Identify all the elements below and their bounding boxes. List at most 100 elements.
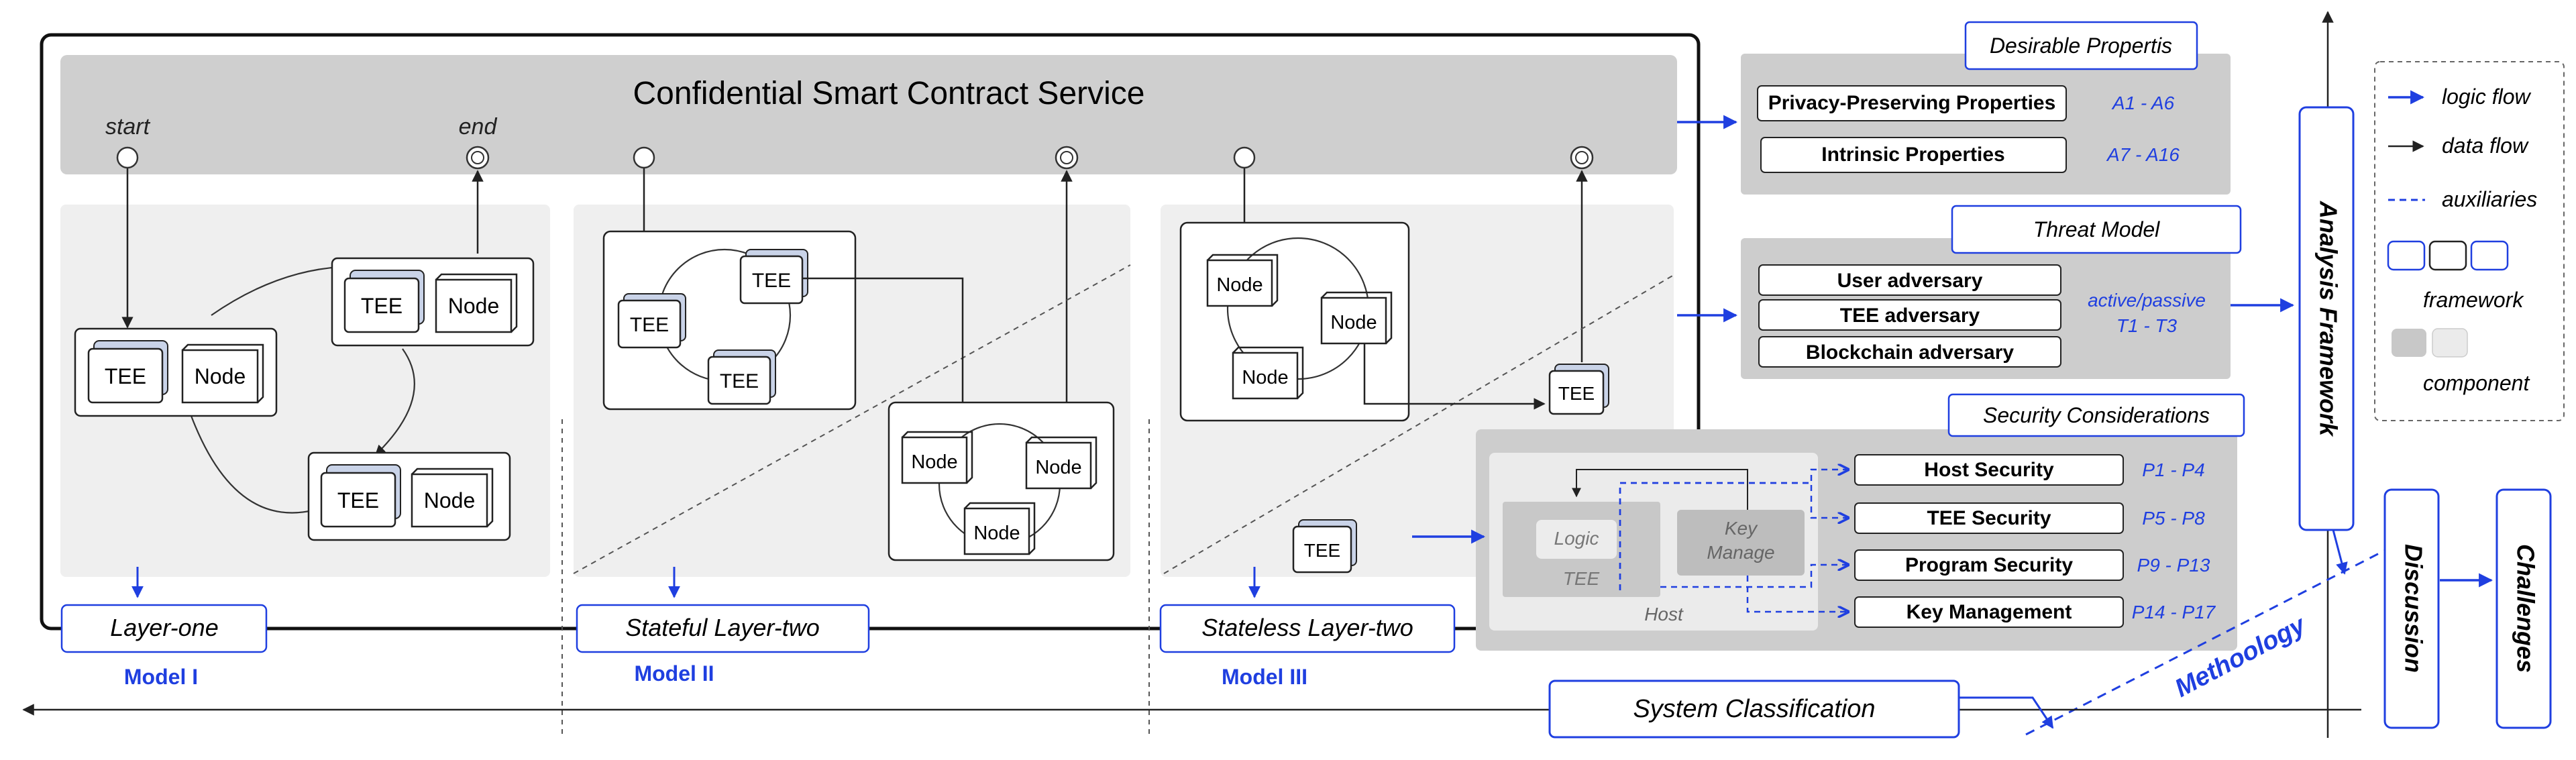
node-label: Node	[1035, 457, 1081, 478]
start-node-model2	[633, 146, 655, 169]
threat-item-blockchain: Blockchain adversary	[1758, 336, 2061, 368]
threat-label: User adversary	[1837, 270, 1983, 292]
tee-node-group-3: TEE Node	[307, 451, 511, 541]
challenges-label: Challenges	[2512, 544, 2539, 673]
discussion-box	[2383, 488, 2440, 729]
desirable-range: A1 - A6	[2111, 93, 2175, 113]
tee-icon: TEE	[739, 249, 808, 305]
start-label: start	[105, 114, 151, 140]
desirable-item-intrinsic: Intrinsic Properties A7 - A16	[1760, 137, 2180, 173]
security-label: Host Security	[1924, 459, 2054, 481]
security-range: P5 - P8	[2142, 508, 2205, 529]
security-title: Security Considerations	[1983, 403, 2210, 427]
tee-label: TEE	[361, 294, 402, 318]
logic-box	[1536, 520, 1617, 559]
tee-icon-host-entry: TEE	[1292, 519, 1357, 574]
threat-title: Threat Model	[2033, 217, 2160, 241]
end-label: end	[459, 114, 498, 140]
threat-title-box	[1951, 205, 2242, 254]
node-label: Node	[424, 488, 476, 512]
host-label: Host	[1644, 604, 1684, 625]
enclave-tee-label: TEE	[1563, 568, 1600, 589]
key-manage-label-2: Manage	[1707, 542, 1774, 563]
challenges-box	[2496, 488, 2552, 729]
start-node-model1	[116, 146, 139, 169]
tee-label: TEE	[1304, 540, 1340, 561]
security-label: Program Security	[1905, 554, 2073, 576]
tee-node-group-1: TEE Node	[74, 327, 278, 417]
stateful-label: Stateful Layer-two	[625, 614, 820, 641]
threat-label: Blockchain adversary	[1806, 341, 2014, 364]
legend-logic-flow: logic flow	[2442, 85, 2532, 109]
desirable-range: A7 - A16	[2106, 144, 2180, 165]
node-label: Node	[911, 451, 957, 473]
security-label: TEE Security	[1927, 507, 2051, 529]
security-item-program: Program Security P9 - P13	[1854, 549, 2210, 581]
layer-one-label: Layer-one	[110, 614, 218, 641]
node-icon: Node	[901, 431, 973, 484]
model-two-label: Model II	[634, 661, 714, 686]
security-item-key: Key Management P14 - P17	[1854, 596, 2216, 628]
node-label: Node	[448, 294, 500, 318]
tee-label: TEE	[630, 314, 669, 336]
tee-node-group-2: TEE Node	[331, 257, 535, 347]
node-label: Node	[195, 364, 246, 388]
legend-data-flow: data flow	[2442, 133, 2529, 158]
service-header	[60, 55, 1677, 174]
tee-icon: TEE	[707, 349, 776, 405]
security-item-tee: TEE Security P5 - P8	[1854, 502, 2205, 534]
system-classification-box	[1548, 680, 1960, 739]
desirable-label: Privacy-Preserving Properties	[1768, 92, 2056, 114]
tee-label: TEE	[720, 370, 759, 392]
analysis-framework-box	[2298, 106, 2355, 531]
system-classification-label: System Classification	[1633, 695, 1875, 723]
key-manage-label-1: Key	[1725, 518, 1758, 539]
discussion-label: Discussion	[2400, 544, 2427, 673]
node-label: Node	[1216, 274, 1263, 296]
node-icon: Node	[1206, 254, 1279, 307]
model-three-label: Model III	[1222, 665, 1307, 689]
desirable-item-privacy: Privacy-Preserving Properties A1 - A6	[1757, 85, 2175, 121]
service-title: Confidential Smart Contract Service	[633, 76, 1145, 111]
security-label: Key Management	[1907, 601, 2072, 623]
node-icon: Node	[963, 502, 1036, 555]
threat-item-tee: TEE adversary	[1758, 299, 2061, 331]
node-icon: Node	[1320, 291, 1393, 345]
desirable-label: Intrinsic Properties	[1821, 144, 2004, 166]
node-icon: Node	[1232, 346, 1304, 400]
tee-icon: TEE	[617, 293, 686, 349]
legend-auxiliaries: auxiliaries	[2442, 187, 2537, 211]
model-one-label: Model I	[124, 665, 198, 689]
desirable-panel	[1741, 54, 2231, 195]
stateless-label: Stateless Layer-two	[1201, 614, 1413, 641]
desirable-title-box	[1964, 21, 2198, 70]
tee-label: TEE	[105, 364, 146, 388]
security-range: P9 - P13	[2137, 555, 2210, 576]
legend-component: component	[2423, 371, 2530, 395]
node-label: Node	[973, 523, 1020, 544]
threat-item-user: User adversary	[1758, 264, 2061, 296]
threat-range-1: active/passive	[2088, 290, 2206, 311]
stateless-box	[1159, 604, 1456, 653]
key-manage-box	[1677, 510, 1805, 576]
stateful-box	[576, 604, 870, 653]
legend-framework: framework	[2423, 288, 2524, 312]
logic-label: Logic	[1554, 528, 1599, 549]
security-range: P14 - P17	[2132, 602, 2216, 622]
layer-one-box	[60, 604, 268, 653]
node-icon: Node	[1025, 436, 1097, 490]
security-range: P1 - P4	[2142, 459, 2204, 480]
tee-label: TEE	[752, 270, 791, 292]
desirable-title: Desirable Propertis	[1990, 34, 2172, 58]
start-node-model3	[1233, 146, 1256, 169]
analysis-framework-label: Analysis Framework	[2314, 201, 2342, 437]
threat-label: TEE adversary	[1840, 305, 1980, 327]
threat-range-2: T1 - T3	[2116, 315, 2178, 336]
node-label: Node	[1242, 367, 1288, 388]
tee-label: TEE	[1558, 383, 1595, 404]
tee-label: TEE	[337, 488, 379, 512]
security-title-box	[1947, 393, 2245, 437]
node-label: Node	[1330, 312, 1377, 333]
security-item-host: Host Security P1 - P4	[1854, 454, 2205, 486]
